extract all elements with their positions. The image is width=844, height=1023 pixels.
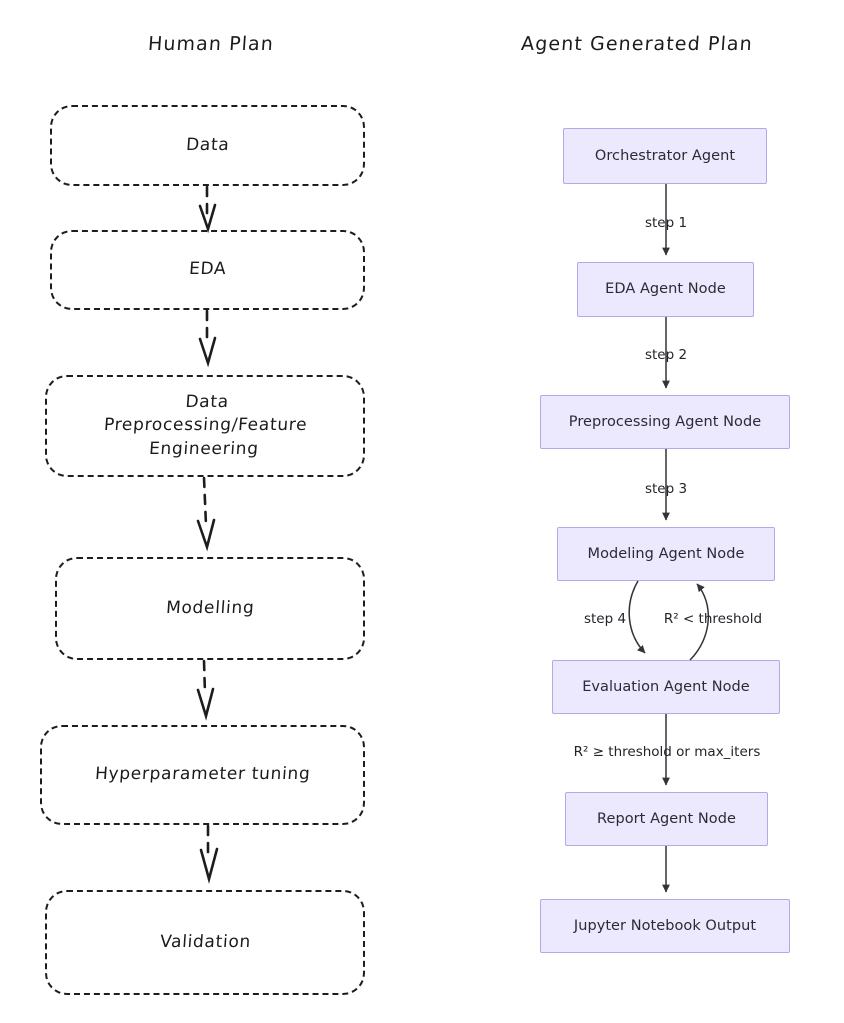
agent-node-orchestrator-label: Orchestrator Agent	[594, 147, 736, 164]
human-node-validation[interactable]: Validation	[45, 890, 365, 995]
human-edge-preprocessing-to-modelling	[196, 476, 216, 552]
agent-node-evaluation[interactable]: Evaluation Agent Node	[552, 660, 780, 714]
agent-node-jupyter-notebook-output-label: Jupyter Notebook Output	[573, 917, 757, 934]
human-node-eda-label: EDA	[188, 259, 227, 280]
human-edge-modelling-to-hyperparameter	[196, 659, 215, 721]
agent-edge-label-step-4: step 4	[583, 611, 627, 627]
human-node-eda[interactable]: EDA	[50, 230, 365, 310]
agent-node-preprocessing-label: Preprocessing Agent Node	[568, 413, 762, 430]
agent-node-evaluation-label: Evaluation Agent Node	[582, 678, 750, 695]
agent-edge-label-step-1: step 1	[644, 215, 688, 231]
human-node-preprocessing[interactable]: Data Preprocessing/Feature Engineering	[45, 375, 365, 477]
human-edge-data-to-eda	[198, 185, 217, 234]
agent-edge-label-r2-less-than-threshold: R² < threshold	[663, 611, 763, 627]
agent-edge-label-step-3: step 3	[644, 481, 688, 497]
human-node-preprocessing-label: Data Preprocessing/Feature Engineering	[102, 391, 308, 459]
agent-node-report-label: Report Agent Node	[597, 810, 736, 827]
agent-node-jupyter-notebook-output[interactable]: Jupyter Notebook Output	[540, 899, 790, 953]
human-node-data-label: Data	[185, 134, 230, 155]
agent-node-preprocessing[interactable]: Preprocessing Agent Node	[540, 395, 790, 449]
human-node-modelling-label: Modelling	[165, 597, 255, 618]
human-edge-eda-to-preprocessing	[198, 309, 217, 368]
agent-node-modeling[interactable]: Modeling Agent Node	[557, 527, 775, 581]
human-node-hyperparameter-tuning-label: Hyperparameter tuning	[94, 764, 311, 785]
agent-edge-label-r2-ge-threshold-or-max-iters: R² ≥ threshold or max_iters	[573, 744, 761, 760]
column-title-agent-generated-plan: Agent Generated Plan	[520, 33, 754, 55]
human-node-validation-label: Validation	[158, 931, 252, 952]
human-node-data[interactable]: Data	[50, 105, 365, 186]
agent-node-orchestrator[interactable]: Orchestrator Agent	[563, 128, 767, 184]
column-title-human-plan: Human Plan	[147, 33, 275, 55]
human-node-hyperparameter-tuning[interactable]: Hyperparameter tuning	[40, 725, 365, 825]
human-edge-hyperparameter-to-validation	[199, 824, 219, 884]
human-node-modelling[interactable]: Modelling	[55, 557, 365, 660]
agent-node-eda[interactable]: EDA Agent Node	[577, 262, 754, 317]
agent-node-report[interactable]: Report Agent Node	[565, 792, 768, 846]
agent-node-modeling-label: Modeling Agent Node	[587, 545, 745, 562]
agent-edge-label-step-2: step 2	[644, 347, 688, 363]
agent-node-eda-label: EDA Agent Node	[605, 281, 726, 298]
